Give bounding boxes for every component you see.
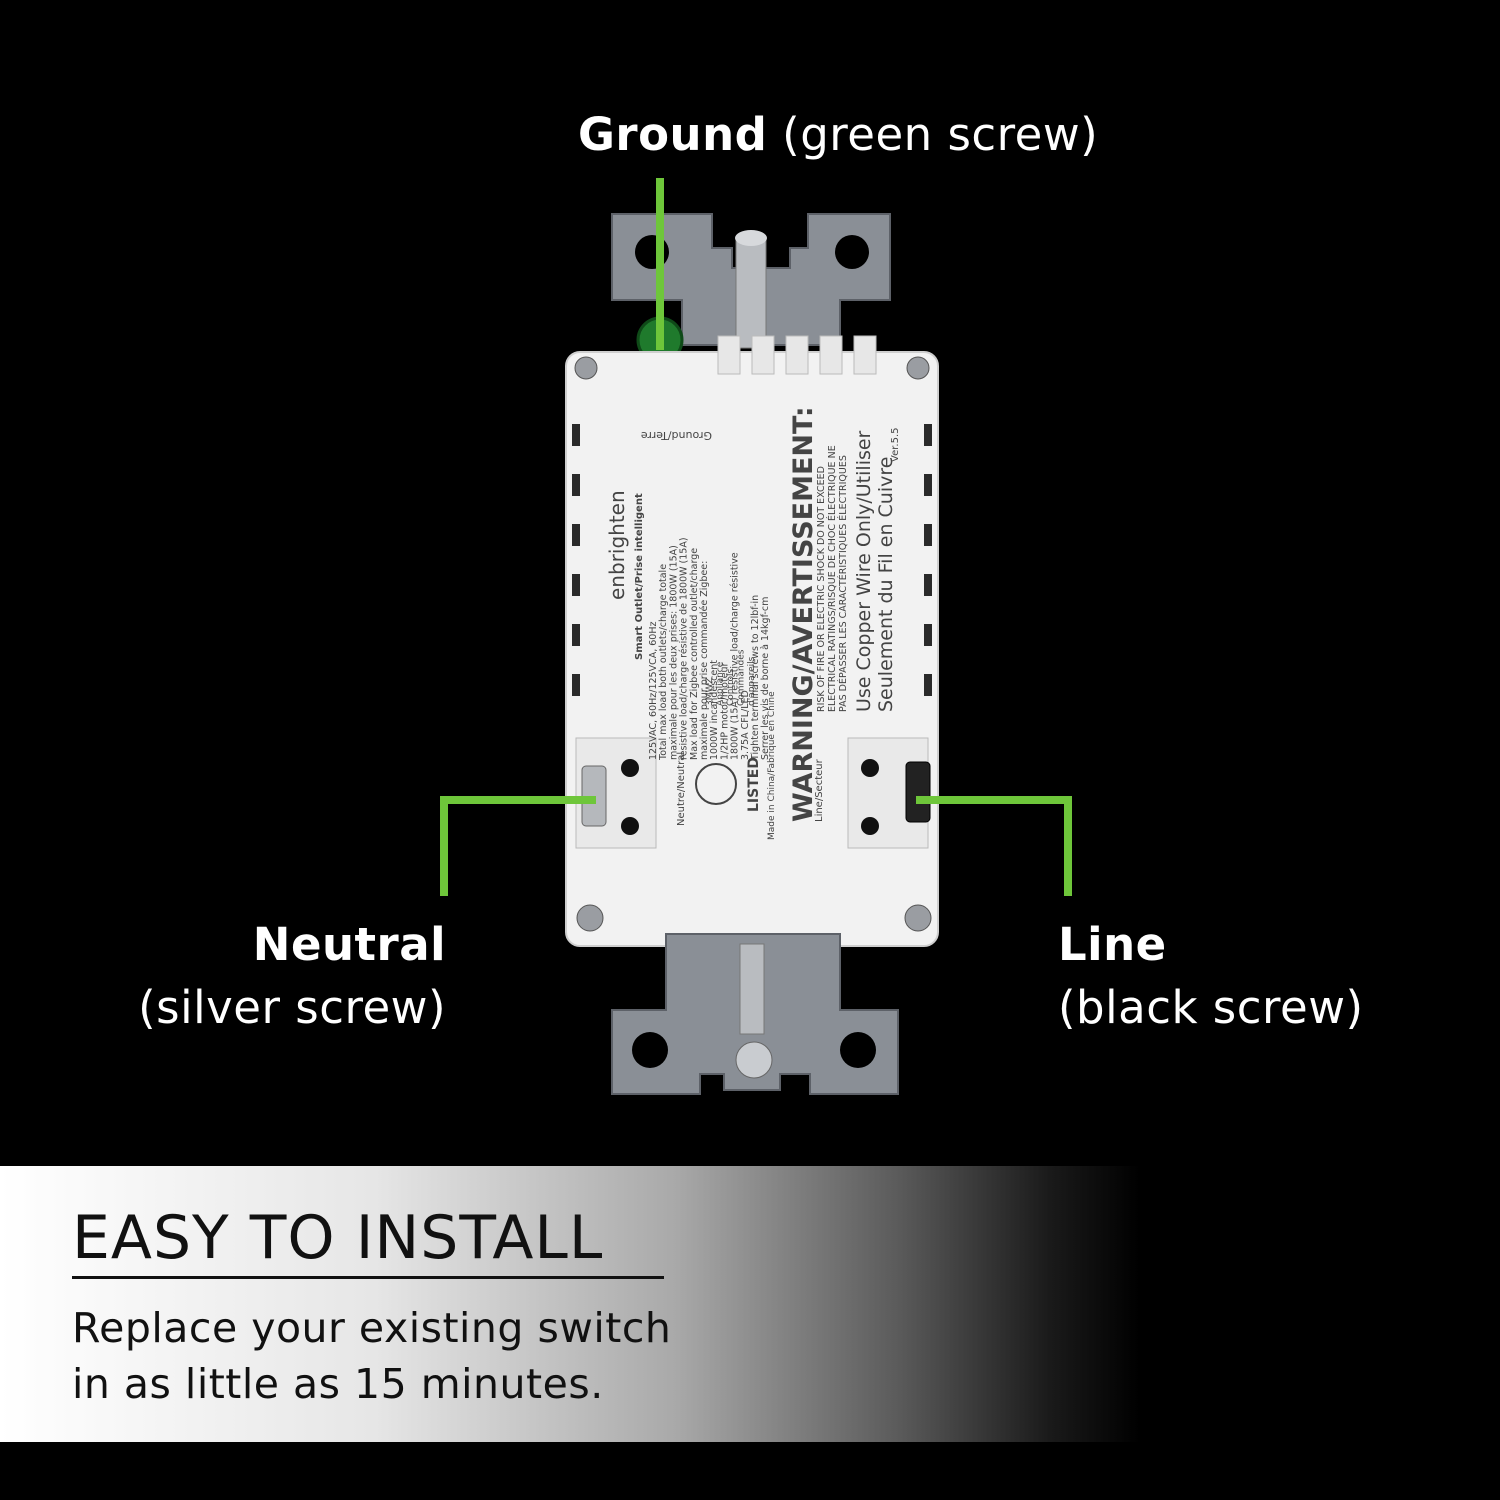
model-line: d'appareils [747, 656, 757, 706]
spec-line: resistive load/charge résistive de 1800W… [679, 537, 690, 760]
ul-logo-icon [695, 763, 737, 805]
spec-line: maximale pour prise commandée Zigbee: [699, 561, 710, 760]
neutral-callout-line-h [440, 796, 596, 804]
neutral-text: Neutre/Neutral [676, 752, 687, 826]
line-label: Line (black screw) [1058, 922, 1364, 1030]
product-text: Smart Outlet/Prise intelligent [634, 493, 645, 660]
banner-divider [72, 1276, 664, 1279]
spec-line: 1000W incandescent [709, 660, 720, 760]
ground-label-title: Ground [578, 108, 768, 161]
warning-line: PAS DÉPASSER LES CARACTÉRISTIQUES ÉLECTR… [837, 455, 849, 712]
device-label-text: Ground/Terre enbrighten Smart Outlet/Pri… [605, 406, 901, 840]
spec-line: 1800W (15A) resistive load/charge résist… [730, 552, 741, 760]
model-line: Controls [726, 668, 736, 706]
copper-wire-line: Use Copper Wire Only/Utiliser [853, 430, 875, 712]
ground-label: Ground (green screw) [578, 112, 1098, 157]
banner-line-1: Replace your existing switch [72, 1304, 672, 1352]
banner-description: Replace your existing switch in as littl… [72, 1300, 671, 1412]
ground-label-detail: (green screw) [782, 108, 1099, 161]
line-text: Line/Secteur [814, 758, 825, 822]
line-label-detail: (black screw) [1058, 981, 1364, 1034]
bottom-mounting-strap [611, 933, 899, 1095]
model-line: Appliance [716, 661, 726, 706]
model-line: 3MWZ [705, 677, 715, 706]
warning-line: RISK OF FIRE OR ELECTRIC SHOCK DO NOT EX… [816, 466, 827, 712]
banner-title: EASY TO INSTALL [72, 1203, 604, 1273]
made-in-text: Made in China/Fabriqué en Chine [766, 691, 777, 840]
spec-line: 125VAC, 60Hz/125VCA, 60Hz [648, 622, 659, 760]
neutral-label-title: Neutral [252, 918, 446, 971]
ground-terre-text: Ground/Terre [641, 429, 712, 442]
info-banner [0, 1166, 1500, 1442]
copper-wire-line: Seulement du Fil en Cuivre [875, 457, 897, 712]
neutral-callout-line-v [440, 796, 448, 896]
line-screw-icon [905, 761, 931, 823]
line-label-title: Line [1058, 918, 1167, 971]
line-callout-line-v [1064, 796, 1072, 896]
line-callout-line-h [916, 796, 1072, 804]
listed-text: LISTED [746, 757, 762, 812]
ground-callout-line [656, 178, 664, 350]
model-line: Commandes [737, 649, 747, 706]
spec-line: Tighten terminal screws to 12lbf-in [750, 595, 761, 761]
version-text: Ver.5.5 [890, 428, 901, 463]
spec-line: Total max load both outlets/charge total… [658, 564, 669, 761]
banner-line-2: in as little as 15 minutes. [72, 1360, 604, 1408]
spec-line: Serrer les vis de borne à 14kgf-cm [760, 597, 771, 760]
spec-line: Max load for Zigbee controlled outlet/ch… [689, 548, 700, 760]
brand-text: enbrighten [605, 490, 629, 600]
neutral-label: Neutral (silver screw) [138, 922, 446, 1030]
warning-line: ELECTRICAL RATINGS/RISQUE DE CHOC ÉLECTR… [826, 445, 838, 712]
top-mounting-strap [611, 213, 891, 349]
spec-line: maximale pour les deux prises: 1800W (15… [668, 545, 679, 760]
spec-line: 3.75A CFL/LED [740, 690, 751, 760]
warning-title-text: WARNING/AVERTISSEMENT: [788, 406, 819, 822]
neutral-label-detail: (silver screw) [138, 981, 446, 1034]
spec-line: 1/2HP motor/moteur [719, 662, 730, 760]
